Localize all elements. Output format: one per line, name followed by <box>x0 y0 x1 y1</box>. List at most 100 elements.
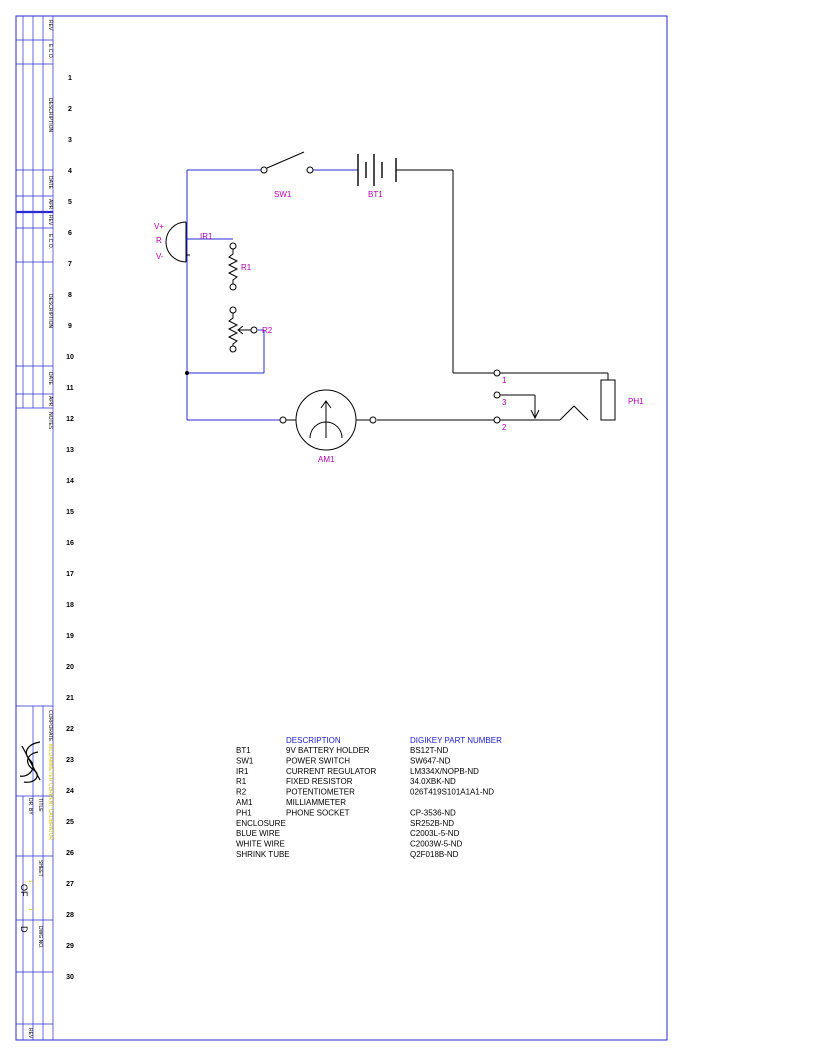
bom-ref-cell: SW1 <box>236 756 254 765</box>
tb-description-label: DESCRIPTION <box>47 98 53 133</box>
row-number: 19 <box>66 633 74 640</box>
am1-milliammeter <box>279 389 377 451</box>
bom-desc-cell: POWER SWITCH <box>286 756 350 765</box>
ph1-pin3-label: 3 <box>502 398 507 407</box>
row-number: 11 <box>66 385 74 392</box>
row-number: 22 <box>66 726 74 733</box>
bom-desc-cell: PHONE SOCKET <box>286 808 350 817</box>
tb-corporate-label: CORPORATE <box>47 710 53 742</box>
row-number: 23 <box>66 757 74 764</box>
row-number: 13 <box>66 447 74 454</box>
bom-ref-cell: BT1 <box>236 746 251 755</box>
row-number: 7 <box>68 261 72 268</box>
company-logo <box>19 741 41 783</box>
bom-part-cell: C2003W-5-ND <box>410 840 463 849</box>
tb-date2-label: DATE <box>47 372 53 386</box>
row-number: 18 <box>66 602 74 609</box>
blue-wires <box>186 169 358 421</box>
row-number: 27 <box>66 881 74 888</box>
tb-sheet-label: SHEET <box>37 860 43 877</box>
row-number: 8 <box>68 292 72 299</box>
tb-apr-label: APR <box>47 199 53 210</box>
tb-of-label: OF <box>19 884 29 897</box>
row-number: 14 <box>66 478 74 485</box>
bom-ref-cell: R1 <box>236 777 247 786</box>
bom-desc-cell: 9V BATTERY HOLDER <box>286 746 370 755</box>
row-number: 21 <box>66 695 74 702</box>
tb-size-value: D <box>19 926 29 933</box>
r2-potentiometer <box>227 306 258 353</box>
ph1-pin1-label: 1 <box>502 376 507 385</box>
bom-ref-cell: WHITE WIRE <box>236 840 285 849</box>
bom-part-cell: BS12T-ND <box>410 746 448 755</box>
row-number: 1 <box>68 75 72 82</box>
bom-ref-cell: BLUE WIRE <box>236 829 280 838</box>
tb-title-value: MILLIAMMETER CURRENT CALIBRATOR <box>47 744 53 841</box>
bom-part-cell: CP-3536-ND <box>410 808 456 817</box>
row-number: 29 <box>66 943 74 950</box>
bom-part-cell: SR252B-ND <box>410 819 454 828</box>
tb-dwgno-label: DWG NO. <box>37 926 43 949</box>
row-number: 3 <box>68 137 72 144</box>
tb-eco2-label: E.C.O. <box>47 234 53 249</box>
row-number: 4 <box>68 168 72 175</box>
row-number-column: 1234567891011121314151617181920212223242… <box>66 75 74 981</box>
junction-dot <box>185 371 189 375</box>
bom-part-cell: C2003L-5-ND <box>410 829 460 838</box>
tb-rev3-label: REV <box>27 1028 33 1039</box>
ir1-label: IR1 <box>200 232 213 241</box>
bom-part-cell: SW647-ND <box>410 756 451 765</box>
bom-desc-cell: POTENTIOMETER <box>286 788 355 797</box>
tb-sheet-total: 1 <box>27 908 33 911</box>
bom-part-cell: LM334X/NOPB-ND <box>410 767 479 776</box>
bom-desc-cell: CURRENT REGULATOR <box>286 767 376 776</box>
bom-desc-cell: MILLIAMMETER <box>286 798 346 807</box>
row-number: 20 <box>66 664 74 671</box>
ir1-vminus-label: V- <box>156 252 164 261</box>
bom-ref-cell: ENCLOSURE <box>236 819 286 828</box>
tb-notes-label: NOTES <box>47 412 53 430</box>
row-number: 17 <box>66 571 74 578</box>
ph1-socket <box>493 369 616 424</box>
row-number: 5 <box>68 199 72 206</box>
bom-header-part: DIGIKEY PART NUMBER <box>410 736 502 745</box>
tb-rev-label: REV <box>47 20 53 31</box>
ir1-r-label: R <box>156 236 162 245</box>
bom-ref-cell: AM1 <box>236 798 253 807</box>
tb-description2-label: DESCRIPTION <box>47 294 53 329</box>
left-title-strip <box>16 16 54 1040</box>
bom-ref-cell: SHRINK TUBE <box>236 850 290 859</box>
tb-title-label: TITLE <box>37 798 43 812</box>
bom-part-cell: 026T419S101A1A1-ND <box>410 788 494 797</box>
row-number: 16 <box>66 540 74 547</box>
bom-table: BT1 9V BATTERY HOLDER BS12T-ND SW1 POWER SWI… <box>236 746 494 859</box>
row-number: 26 <box>66 850 74 857</box>
bom-ref-cell: IR1 <box>236 767 249 776</box>
bom-ref-cell: R2 <box>236 788 247 797</box>
am1-label: AM1 <box>318 455 335 464</box>
bt1-label: BT1 <box>368 190 383 199</box>
r1-resistor <box>227 242 239 291</box>
r2-label: R2 <box>262 326 273 335</box>
ir1-regulator <box>165 221 233 263</box>
tb-drby-label: DR. BY <box>27 798 33 815</box>
ir1-vplus-label: V+ <box>154 222 164 231</box>
row-number: 12 <box>66 416 74 423</box>
row-number: 2 <box>68 106 72 113</box>
sw1-switch <box>260 151 314 174</box>
bom-header-description: DESCRIPTION <box>286 736 341 745</box>
sw1-label: SW1 <box>274 190 292 199</box>
bom-ref-cell: PH1 <box>236 808 252 817</box>
tb-date-label: DATE <box>47 176 53 190</box>
row-number: 9 <box>68 323 72 330</box>
row-number: 15 <box>66 509 74 516</box>
tb-rev2-label: REV <box>47 215 53 226</box>
ph1-label: PH1 <box>628 397 644 406</box>
row-number: 28 <box>66 912 74 919</box>
row-number: 6 <box>68 230 72 237</box>
row-number: 24 <box>66 788 74 795</box>
tb-apr2-label: APR <box>47 396 53 407</box>
tb-sheet-number: 1 <box>27 880 33 883</box>
sheet-border <box>15 15 668 1041</box>
